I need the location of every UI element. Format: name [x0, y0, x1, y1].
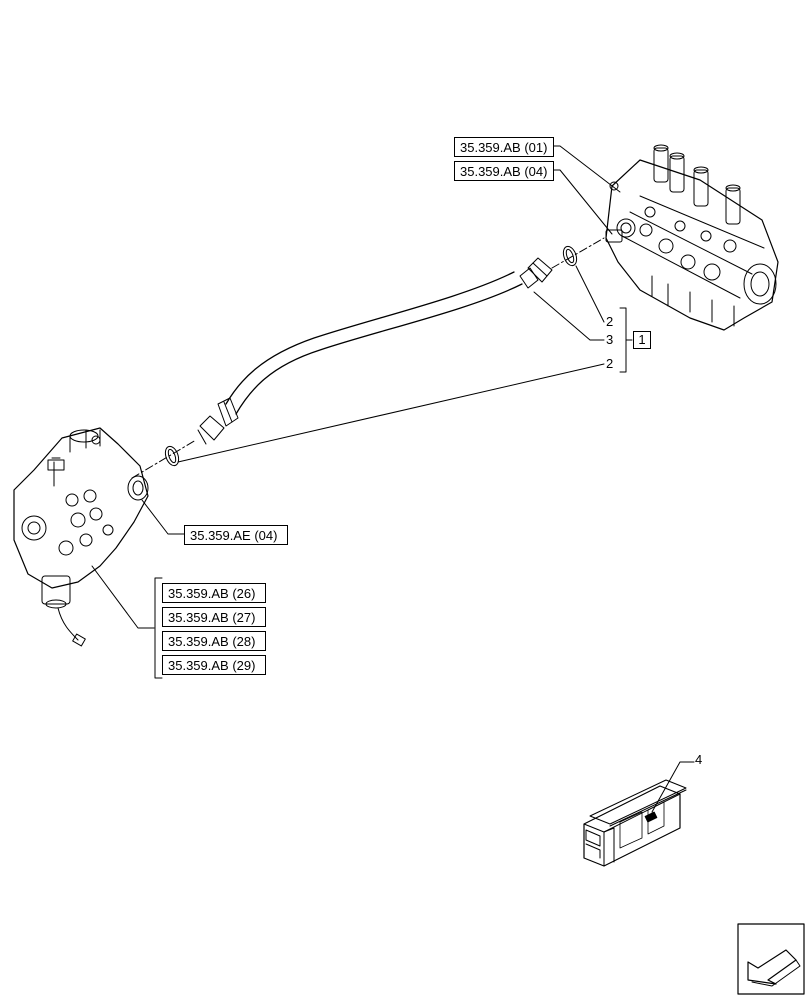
- reference-box[interactable]: 35.359.AB (27): [162, 607, 266, 627]
- reference-box[interactable]: 35.359.AE (04): [184, 525, 288, 545]
- crate[interactable]: [583, 779, 687, 867]
- leader-lines: [91, 145, 695, 813]
- reference-box[interactable]: 35.359.AB (26): [162, 583, 266, 603]
- reference-box[interactable]: 35.359.AB (01): [454, 137, 554, 157]
- control-valve-left[interactable]: [13, 427, 149, 647]
- o-ring-bottom[interactable]: [163, 445, 181, 468]
- reference-box[interactable]: 35.359.AB (04): [454, 161, 554, 181]
- o-ring-top[interactable]: [561, 245, 579, 268]
- arrow-back-icon[interactable]: [737, 923, 805, 995]
- hose-assembly[interactable]: [197, 257, 553, 445]
- reference-box[interactable]: 35.359.AB (29): [162, 655, 266, 675]
- callout-oring-bottom: 2: [606, 356, 614, 371]
- reference-box[interactable]: 35.359.AB (28): [162, 631, 266, 651]
- callout-crate: 4: [695, 752, 703, 767]
- callout-hose: 3: [606, 332, 614, 347]
- callout-kit-box[interactable]: 1: [633, 331, 651, 349]
- control-valve-right[interactable]: [605, 144, 779, 331]
- callout-oring-top: 2: [606, 314, 614, 329]
